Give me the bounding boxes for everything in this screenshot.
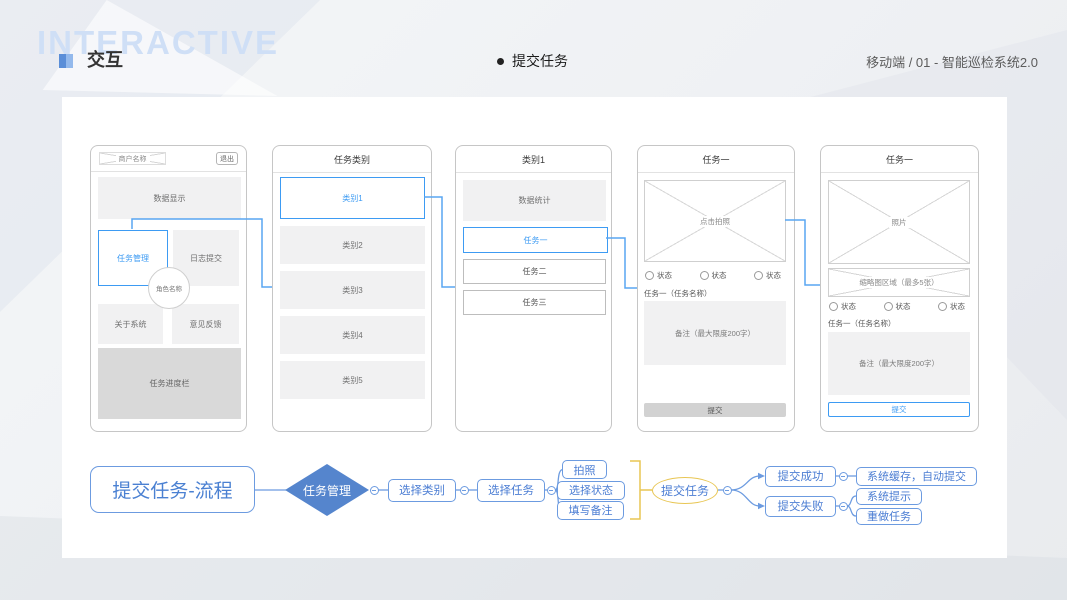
task-item-3[interactable]: 任务三	[463, 290, 606, 315]
status-radio[interactable]: 状态	[699, 270, 727, 281]
flow-redo-task-node: 重做任务	[856, 507, 922, 525]
radio-icon[interactable]	[645, 271, 654, 280]
take-photo-placeholder[interactable]: 点击拍照	[644, 180, 786, 262]
status-label: 状态	[766, 271, 781, 280]
screen-title: 类别1	[456, 146, 611, 173]
task-name-label: 任务一（任务名称）	[644, 289, 712, 298]
task-progress-bar-block: 任务进度栏	[98, 348, 241, 419]
flow-system-tip-node: 系统提示	[856, 487, 922, 505]
category-item-1[interactable]: 类别1	[280, 177, 425, 219]
collapse-node-icon	[546, 485, 556, 495]
data-display-block: 数据显示	[98, 177, 241, 219]
flow-photo-node: 拍照	[562, 460, 607, 479]
status-label: 状态	[711, 271, 727, 280]
task-name-label: 任务一（任务名称）	[828, 319, 896, 328]
collapse-node-icon	[722, 485, 732, 495]
collapse-node-icon	[459, 485, 469, 495]
photo-label: 照片	[888, 216, 910, 228]
wireframe-category-list-screen: 任务类别 类别1 类别2 类别3 类别4 类别5	[272, 145, 432, 432]
screen-title: 任务一	[638, 146, 794, 173]
flow-submit-success-node: 提交成功	[765, 465, 836, 487]
screen-title: 任务类别	[273, 146, 431, 173]
category-item-3[interactable]: 类别3	[280, 271, 425, 309]
photo-placeholder: 照片	[828, 180, 970, 264]
status-radio-group: 状态 状态 状态	[829, 301, 965, 312]
wireframe-task-form-filled-screen: 任务一 照片 缩略图区域（最多5张） 状态 状态 状态 任务一（任务名称） 备注…	[820, 145, 979, 432]
status-radio[interactable]: 状态	[883, 301, 911, 312]
submit-button-disabled[interactable]: 提交	[644, 403, 786, 417]
feedback-button[interactable]: 意见反馈	[172, 304, 239, 344]
category-item-2[interactable]: 类别2	[280, 226, 425, 264]
page-title: 交互	[87, 50, 123, 70]
about-system-button[interactable]: 关于系统	[98, 304, 163, 344]
status-radio-group: 状态 状态 状态	[645, 270, 781, 281]
thumbnail-strip-label: 缩略图区域（最多5张）	[856, 277, 942, 288]
role-name-avatar: 角色名称	[148, 267, 190, 309]
status-radio[interactable]: 状态	[938, 301, 965, 312]
bullet-icon	[497, 57, 504, 65]
status-label: 状态	[841, 302, 856, 311]
status-label: 状态	[895, 302, 911, 311]
flow-start-node: 提交任务-流程	[90, 466, 255, 513]
merchant-name-placeholder: 商户名称	[99, 152, 166, 165]
screen-title: 任务一	[821, 146, 978, 173]
take-photo-label: 点击拍照	[697, 215, 733, 227]
task-item-1[interactable]: 任务一	[463, 227, 608, 253]
radio-icon[interactable]	[754, 271, 763, 280]
note-textarea[interactable]: 备注（最大限度200字）	[644, 301, 786, 365]
collapse-node-icon	[838, 501, 848, 511]
collapse-node-icon	[838, 471, 848, 481]
flow-select-task-node: 选择任务	[477, 478, 545, 502]
collapse-node-icon	[369, 485, 379, 495]
status-radio[interactable]: 状态	[645, 270, 672, 281]
wireframe-category-detail-screen: 类别1 数据统计 任务一 任务二 任务三	[455, 145, 612, 432]
watermark-text: INTERACTIVE	[37, 24, 280, 61]
home-topbar: 商户名称 退出	[91, 146, 246, 172]
radio-icon[interactable]	[699, 271, 709, 280]
status-label: 状态	[657, 271, 672, 280]
note-textarea[interactable]: 备注（最大限度200字）	[828, 332, 970, 395]
logo-icon	[59, 54, 73, 68]
status-radio[interactable]: 状态	[754, 270, 781, 281]
section-title: 提交任务	[512, 53, 568, 69]
flow-submit-task-node: 提交任务	[652, 476, 718, 504]
flow-select-status-node: 选择状态	[557, 480, 625, 500]
breadcrumb: 移动端 / 01 - 智能巡检系统2.0	[866, 55, 1038, 70]
radio-icon[interactable]	[938, 302, 947, 311]
flow-submit-fail-node: 提交失败	[765, 495, 836, 517]
logout-button[interactable]: 退出	[216, 152, 238, 165]
merchant-name-label: 商户名称	[115, 153, 150, 164]
flow-fill-note-node: 填写备注	[557, 500, 624, 520]
status-radio[interactable]: 状态	[829, 301, 856, 312]
task-item-2[interactable]: 任务二	[463, 259, 606, 284]
wireframe-home-screen: 商户名称 退出 数据显示 任务管理 日志提交 角色名称 关于系统 意见反馈 任务…	[90, 145, 247, 432]
radio-icon[interactable]	[883, 302, 893, 311]
flow-cache-autosubmit-node: 系统缓存，自动提交	[856, 466, 977, 486]
submit-button-enabled[interactable]: 提交	[828, 402, 970, 417]
radio-icon[interactable]	[829, 302, 838, 311]
thumbnail-strip-placeholder: 缩略图区域（最多5张）	[828, 268, 970, 297]
data-stats-block: 数据统计	[463, 180, 606, 221]
category-item-5[interactable]: 类别5	[280, 361, 425, 399]
status-label: 状态	[950, 302, 965, 311]
flow-select-category-node: 选择类别	[388, 478, 456, 502]
wireframe-task-form-screen: 任务一 点击拍照 状态 状态 状态 任务一（任务名称） 备注（最大限度200字）…	[637, 145, 795, 432]
category-item-4[interactable]: 类别4	[280, 316, 425, 354]
section-header: 提交任务	[497, 51, 568, 71]
